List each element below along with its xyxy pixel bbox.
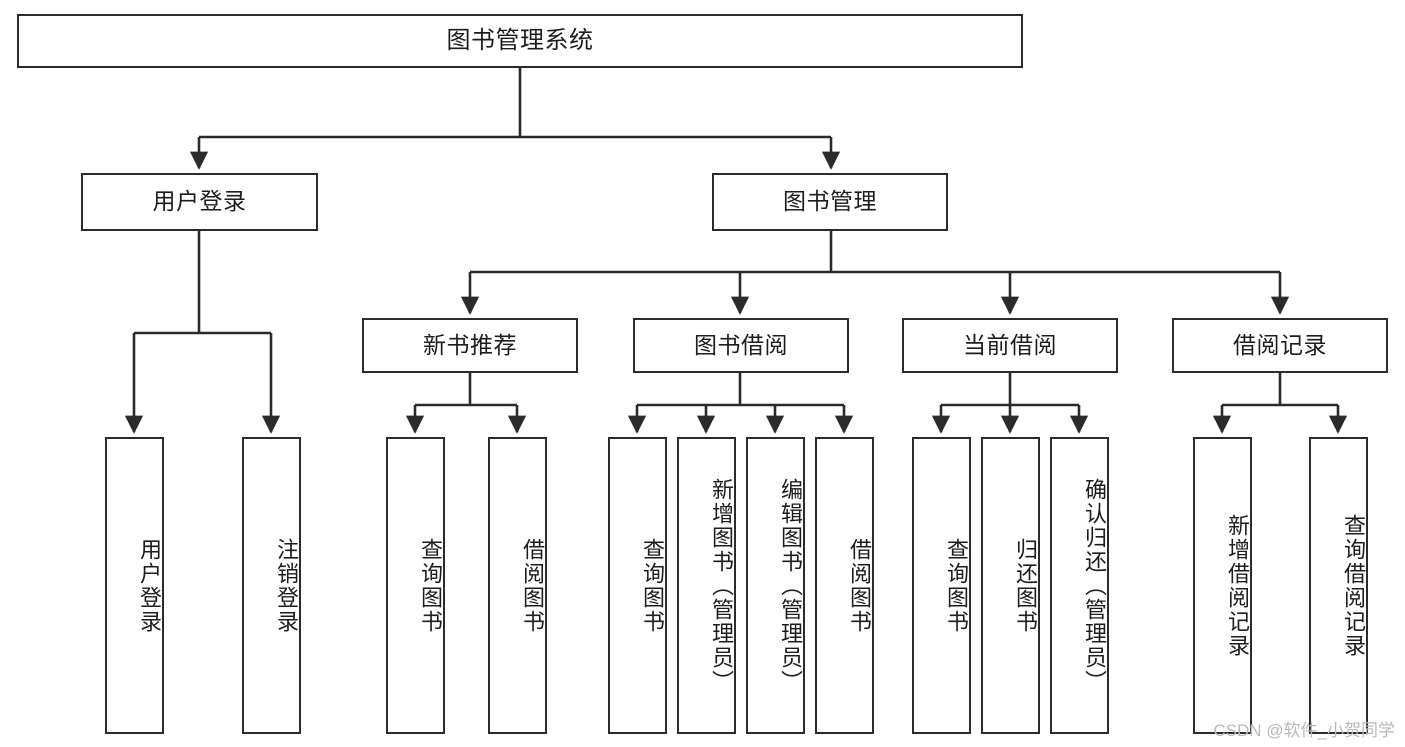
node-label: 用户登录 bbox=[137, 537, 162, 634]
node-label: 借阅图书 bbox=[847, 537, 872, 634]
node-label: 借阅图书 bbox=[520, 537, 545, 634]
node-leaf-confirm-return[interactable]: 确认归还（管理员） bbox=[1050, 437, 1109, 734]
node-label: 归还图书 bbox=[1013, 537, 1038, 634]
node-label: 新增图书（管理员） bbox=[709, 477, 734, 694]
node-leaf-query-record[interactable]: 查询借阅记录 bbox=[1309, 437, 1368, 734]
node-label: 新书推荐 bbox=[423, 331, 517, 358]
node-leaf-borrow-book-1[interactable]: 借阅图书 bbox=[488, 437, 547, 734]
node-new-book-recommend[interactable]: 新书推荐 bbox=[362, 318, 578, 373]
node-leaf-user-login[interactable]: 用户登录 bbox=[105, 437, 164, 734]
node-leaf-query-book-2[interactable]: 查询图书 bbox=[608, 437, 667, 734]
node-label: 图书管理系统 bbox=[446, 26, 594, 54]
node-label: 查询借阅记录 bbox=[1341, 513, 1366, 658]
node-label: 借阅记录 bbox=[1233, 331, 1327, 358]
watermark-text: CSDN @软件_小贺同学 bbox=[1213, 721, 1395, 740]
node-leaf-add-book[interactable]: 新增图书（管理员） bbox=[677, 437, 736, 734]
node-borrow-record[interactable]: 借阅记录 bbox=[1172, 318, 1388, 373]
node-leaf-logout-login[interactable]: 注销登录 bbox=[242, 437, 301, 734]
node-leaf-return-book[interactable]: 归还图书 bbox=[981, 437, 1040, 734]
node-label: 图书借阅 bbox=[694, 331, 788, 358]
node-label: 用户登录 bbox=[152, 188, 247, 215]
node-book-borrow[interactable]: 图书借阅 bbox=[633, 318, 849, 373]
node-label: 新增借阅记录 bbox=[1225, 513, 1250, 658]
node-label: 查询图书 bbox=[418, 537, 443, 634]
node-current-borrow[interactable]: 当前借阅 bbox=[902, 318, 1118, 373]
node-label: 当前借阅 bbox=[963, 331, 1057, 358]
node-label: 图书管理 bbox=[783, 188, 877, 215]
node-user-login[interactable]: 用户登录 bbox=[81, 173, 318, 231]
node-book-management[interactable]: 图书管理 bbox=[712, 173, 948, 231]
node-leaf-borrow-book-2[interactable]: 借阅图书 bbox=[815, 437, 874, 734]
node-leaf-add-record[interactable]: 新增借阅记录 bbox=[1193, 437, 1252, 734]
node-label: 查询图书 bbox=[944, 537, 969, 634]
node-label: 确认归还（管理员） bbox=[1082, 477, 1107, 694]
node-label: 编辑图书（管理员） bbox=[778, 477, 803, 694]
node-leaf-edit-book[interactable]: 编辑图书（管理员） bbox=[746, 437, 805, 734]
node-root-book-management-system[interactable]: 图书管理系统 bbox=[17, 14, 1023, 68]
node-label: 查询图书 bbox=[640, 537, 665, 634]
node-label: 注销登录 bbox=[274, 537, 299, 634]
node-leaf-query-book-3[interactable]: 查询图书 bbox=[912, 437, 971, 734]
node-leaf-query-book-1[interactable]: 查询图书 bbox=[386, 437, 445, 734]
